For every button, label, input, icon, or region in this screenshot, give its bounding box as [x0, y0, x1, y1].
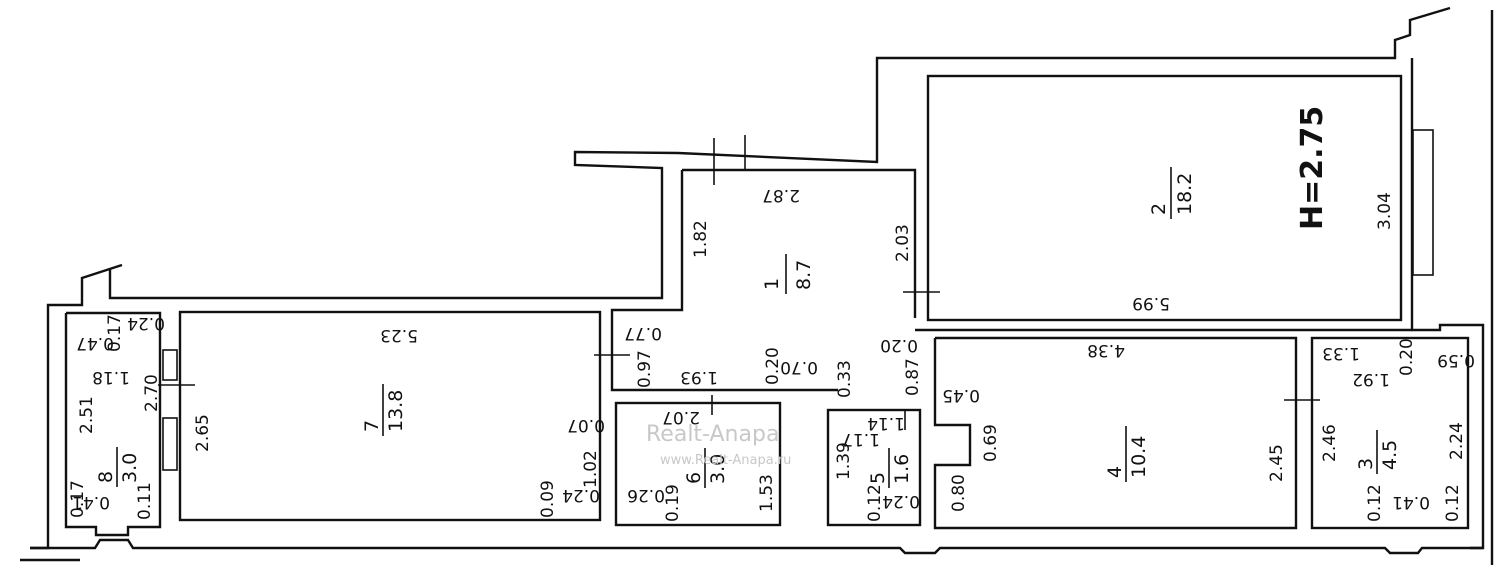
room-5-area: 1.6 [891, 454, 913, 484]
dim-label: 1.39 [834, 442, 854, 480]
dim-label: 2.46 [1320, 424, 1340, 462]
dim-label: 1.33 [1322, 343, 1360, 363]
dim-label: 1.17 [842, 429, 880, 449]
room-6-number: 6 [683, 472, 705, 484]
dim-label: 2.51 [77, 396, 97, 434]
room-6-area: 3.0 [707, 454, 729, 484]
dim-label: 2.70 [142, 374, 162, 412]
room-4-label: 4 10.4 [1104, 426, 1150, 482]
watermark-url: www.Realt-Anapa.ru [660, 453, 791, 468]
dim-label: 0.19 [663, 484, 683, 522]
room-8-area: 3.0 [119, 453, 141, 483]
dim-label: 0.20 [763, 347, 783, 385]
dim-label: 0.41 [72, 492, 110, 512]
room-5-label: 5 1.6 [867, 448, 913, 488]
room-1-label: 1 8.7 [761, 254, 815, 294]
room-7-number: 7 [361, 420, 383, 432]
dim-label: 0.69 [981, 424, 1001, 462]
dim-label: 0.80 [949, 474, 969, 512]
ceiling-height-label: Н=2.75 [1295, 106, 1330, 230]
dim-label: 2.65 [193, 414, 213, 452]
dim-label: 0.11 [135, 482, 155, 520]
dim-label: 5.99 [1132, 293, 1170, 313]
room-1-area: 8.7 [793, 260, 815, 290]
dim-label: 0.26 [627, 485, 665, 505]
dim-label: 0.24 [562, 485, 600, 505]
dim-label: 0.07 [567, 415, 605, 435]
dim-label: 0.33 [835, 360, 855, 398]
dim-label: 0.97 [635, 350, 655, 388]
dim-label: 2.45 [1267, 444, 1287, 482]
dim-label: 0.17 [105, 314, 125, 352]
dim-label: 4.38 [1087, 340, 1125, 360]
dim-label: 0.12 [1443, 484, 1463, 522]
room-1-number: 1 [761, 278, 783, 290]
room-3-number: 3 [1355, 458, 1377, 470]
room-6-label: 6 3.0 [683, 448, 729, 488]
room-8-label: 8 3.0 [95, 447, 141, 487]
dim-label: 1.02 [581, 450, 601, 488]
dim-label: 3.04 [1375, 192, 1395, 230]
room-2-area: 18.2 [1174, 173, 1196, 215]
dim-label: 0.87 [903, 358, 923, 396]
dim-label: 0.20 [880, 335, 918, 355]
dim-label: 0.17 [68, 480, 88, 518]
dim-label: 0.12 [1365, 484, 1385, 522]
dim-label: 0.77 [624, 323, 662, 343]
room-4-area: 10.4 [1128, 436, 1150, 478]
dim-label: 0.24 [882, 491, 920, 511]
dim-label: 0.47 [76, 333, 114, 353]
dim-label: 0.12 [865, 484, 885, 522]
dim-label: 0.59 [1437, 350, 1475, 370]
dim-label: 5.23 [380, 325, 418, 345]
room-7-area: 13.8 [385, 390, 407, 432]
room-labels: 1 8.7 2 18.2 3 4.5 4 10.4 5 1.6 6 3.0 [95, 167, 1401, 488]
dim-label: 2.87 [762, 185, 800, 205]
room-3-area: 4.5 [1379, 440, 1401, 470]
room-4-number: 4 [1104, 466, 1126, 478]
room-5-number: 5 [867, 472, 889, 484]
dim-label: 1.18 [92, 367, 130, 387]
watermark: Realt-Anapa www.Realt-Anapa.ru [646, 422, 791, 468]
dim-label: 0.24 [127, 313, 165, 333]
watermark-title: Realt-Anapa [646, 422, 779, 447]
dim-label: 1.82 [691, 220, 711, 258]
dimension-labels: 2.87 5.99 5.23 0.77 0.07 0.24 0.24 0.47 … [68, 185, 1475, 522]
dim-label: 1.14 [867, 413, 905, 433]
dim-label: 2.24 [1447, 422, 1467, 460]
dim-label: 2.07 [662, 407, 700, 427]
dim-label: 2.03 [893, 224, 913, 262]
dim-label: 0.20 [1397, 338, 1417, 376]
room-7-label: 7 13.8 [361, 384, 407, 436]
dim-label: 1.93 [680, 367, 718, 387]
dim-label: 0.45 [942, 385, 980, 405]
room-3-label: 3 4.5 [1355, 430, 1401, 474]
room-2-label: 2 18.2 [1148, 167, 1196, 219]
dim-label: 0.70 [780, 357, 818, 377]
room-8-number: 8 [95, 471, 117, 483]
room-2-number: 2 [1148, 203, 1170, 215]
dim-label: 0.09 [538, 480, 558, 518]
opening-marks [158, 129, 1434, 471]
dim-label: 1.53 [757, 474, 777, 512]
dim-label: 1.92 [1352, 369, 1390, 389]
dim-label: 0.41 [1392, 492, 1430, 512]
